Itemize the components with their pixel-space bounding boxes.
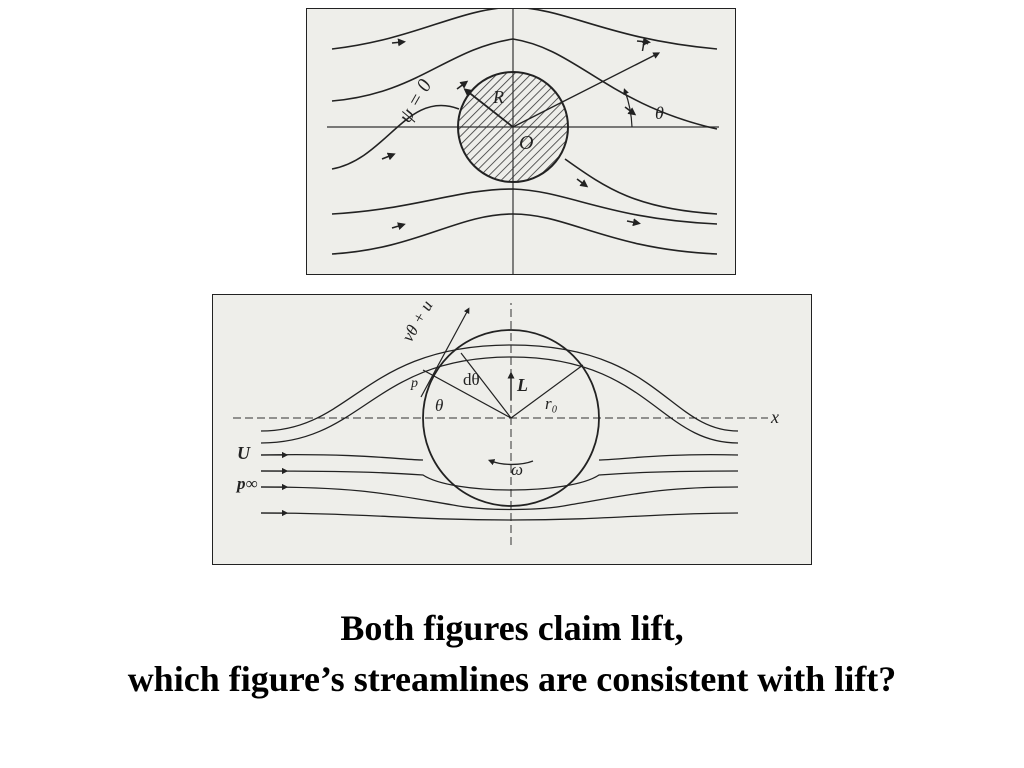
streamline: [331, 213, 718, 255]
caption-line-2: which figure’s streamlines are consisten…: [127, 659, 897, 699]
streamline: [331, 188, 718, 225]
rotation-arrow: [487, 459, 534, 466]
bottom-streamline-figure: x U p∞ vθ + u dθ L θ r₀ ω p: [212, 294, 812, 565]
top-streamline-figure: ψ = 0 R O θ r: [306, 8, 736, 275]
bottom-figure-drawing: x U p∞ vθ + u dθ L θ r₀ ω p: [233, 297, 779, 545]
psi-label: ψ = 0: [394, 76, 436, 127]
streamline: [331, 38, 718, 130]
streamline: [260, 454, 424, 461]
streamline: [260, 344, 739, 432]
streamline: [331, 9, 718, 50]
freestream-label: U: [237, 443, 251, 463]
lift-label: L: [516, 375, 528, 395]
caption-line-1: Both figures claim lift,: [340, 608, 684, 648]
flow-arrow: [636, 37, 651, 46]
dtheta-label: dθ: [463, 370, 480, 389]
pressure-label: p∞: [235, 474, 258, 493]
flow-arrow: [391, 222, 406, 230]
streamline: [260, 470, 739, 491]
flow-arrow: [576, 178, 589, 188]
streamline: [564, 158, 718, 215]
streamline: [598, 454, 739, 461]
angle-label: θ: [655, 103, 664, 123]
radius-line: [460, 352, 512, 419]
streamline: [260, 512, 739, 521]
flow-arrow: [381, 152, 396, 161]
radius-label: R: [492, 87, 504, 107]
streamline: [331, 104, 460, 170]
origin-label: O: [519, 132, 533, 154]
theta-label: θ: [435, 396, 443, 415]
radius-line: [422, 369, 512, 419]
p-label: p: [410, 376, 418, 391]
radius-line: [463, 88, 514, 128]
flow-arrow: [626, 218, 641, 227]
velocity-label: vθ + u: [398, 297, 437, 345]
flow-arrow: [456, 80, 469, 90]
velocity-arrow: [420, 307, 470, 398]
flow-arrow: [624, 106, 637, 116]
angle-arc: [623, 88, 633, 128]
cylinder: [422, 329, 600, 507]
flow-arrow: [391, 38, 406, 47]
radius-label: r₀: [545, 394, 558, 413]
radial-label: r: [641, 35, 649, 55]
radius-line: [510, 364, 584, 419]
top-figure-drawing: ψ = 0 R O θ r: [327, 9, 719, 274]
streamline: [260, 486, 739, 511]
x-axis-label: x: [770, 407, 779, 427]
omega-label: ω: [511, 460, 523, 479]
radial-line: [512, 52, 661, 128]
streamline: [260, 356, 739, 444]
